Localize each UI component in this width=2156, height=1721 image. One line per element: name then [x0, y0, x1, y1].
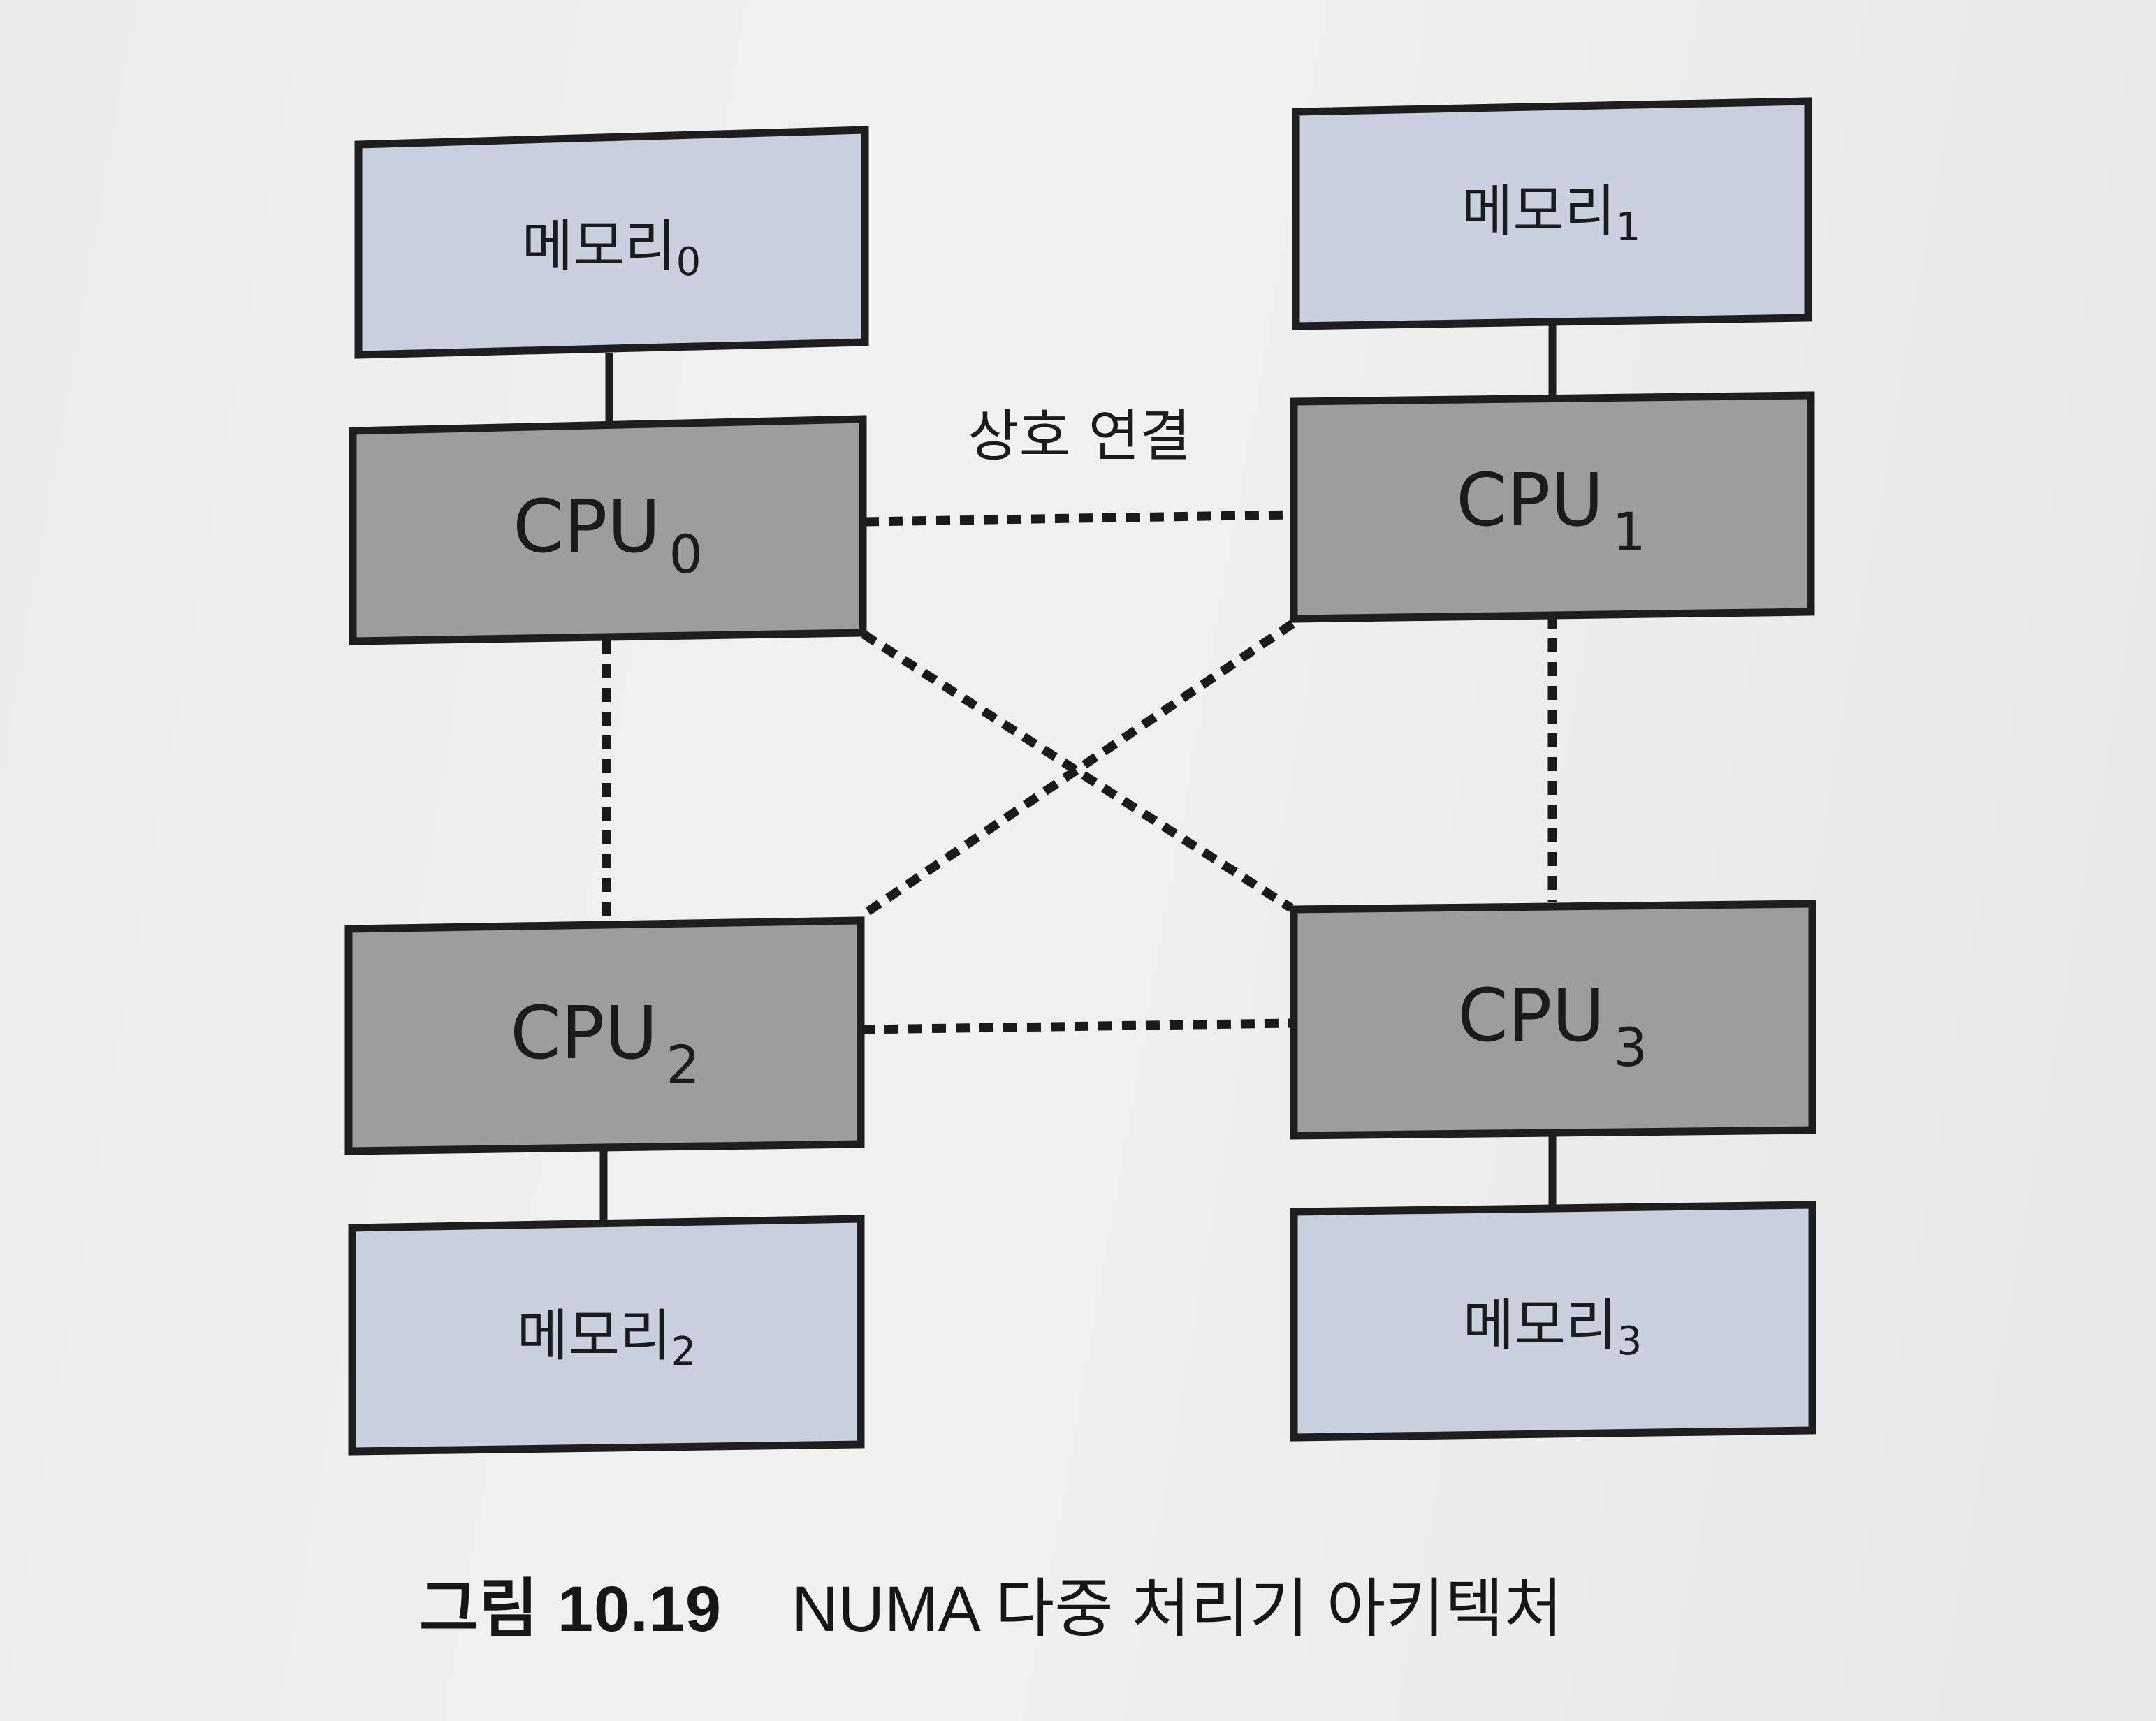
svg-text:메모리1: 메모리1: [1462, 179, 1640, 250]
memory-3-label: 메모리: [1463, 1293, 1617, 1358]
svg-text:메모리3: 메모리3: [1463, 1293, 1642, 1364]
figure-number: 그림 10.19: [419, 1573, 722, 1645]
memory-0-subscript: 0: [676, 240, 701, 285]
svg-text:메모리0: 메모리0: [522, 214, 701, 285]
cpu-3-subscript: 3: [1614, 1016, 1647, 1078]
cpu-0-label: CPU: [513, 484, 660, 569]
memory-1-label: 메모리: [1462, 179, 1616, 244]
memory-3-subscript: 3: [1617, 1319, 1643, 1364]
svg-text:메모리2: 메모리2: [517, 1303, 696, 1375]
interconnect-label: 상호 연결: [968, 404, 1191, 469]
cpu0-cpu3-link: [861, 630, 1294, 912]
memory-2-subscript: 2: [671, 1329, 697, 1375]
memory-1-subscript: 1: [1616, 205, 1641, 250]
cpu-0-subscript: 0: [669, 523, 703, 585]
memory-2-box: 메모리2: [348, 1215, 865, 1456]
cpu-2-label: CPU: [510, 990, 657, 1076]
cpu-2-subscript: 2: [667, 1034, 700, 1096]
cpu2-cpu3-link: [860, 1018, 1292, 1034]
interconnect-links: [602, 510, 1557, 1034]
memory-3-box: 메모리3: [1290, 1201, 1816, 1442]
memory-0-box: 메모리0: [354, 126, 869, 359]
figure-caption: 그림 10.19 NUMA 다중 처리기 아키텍처: [419, 1558, 1563, 1648]
memory-links: [599, 323, 1557, 1220]
figure-title: NUMA 다중 처리기 아키텍처: [792, 1573, 1564, 1645]
cpu-1-subscript: 1: [1612, 501, 1646, 563]
cpu0-cpu1-link: [864, 510, 1292, 527]
cpu1-cpu2-link: [858, 620, 1295, 921]
cpu-3-label: CPU: [1457, 973, 1605, 1058]
memory-0-label: 메모리: [522, 214, 676, 279]
memory-1-box: 메모리1: [1292, 97, 1812, 330]
cpu-1-label: CPU: [1456, 457, 1603, 543]
memory-2-label: 메모리: [517, 1303, 671, 1368]
